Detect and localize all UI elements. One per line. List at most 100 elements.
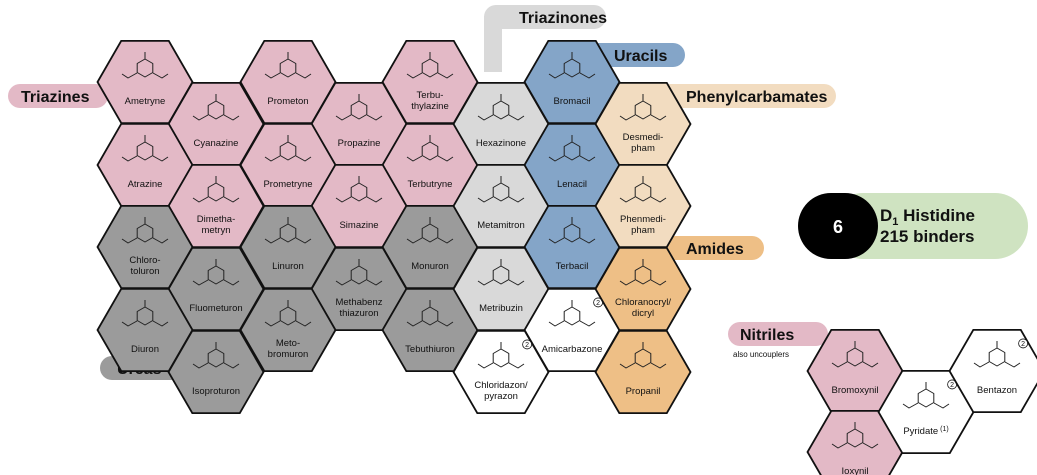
structure-propanil [619,342,667,369]
label-line-dimethametryn-1: metryn [201,225,230,236]
label-line-bentazon-0: Bentazon [977,385,1017,396]
structure-hexazinone [477,94,525,121]
summary-green-pill [830,193,1028,259]
label-line-methabenzthiazuron-0: Methabenz [335,297,382,308]
label-hexazinone: Hexazinone [476,138,526,149]
label-line-desmedipham-0: Desmedi- [623,132,664,143]
structure-linuron [264,217,312,244]
label-line-amicarbazone-0: Amicarbazone [542,344,603,355]
label-line-ametryne-0: Ametryne [125,96,166,107]
label-line-lenacil-0: Lenacil [557,179,587,190]
label-cyanazine: Cyanazine [194,138,239,149]
label-ioxynil: Ioxynil [842,466,869,475]
label-ametryne: Ametryne [125,96,166,107]
structure-bentazon [973,341,1021,368]
triazinones-banner-stem [484,16,502,72]
mark-circle-bentazon [1018,338,1029,349]
label-line-atrazine-0: Atrazine [128,179,163,190]
label-line-metobromuron-1: bromuron [268,349,309,360]
summary-line1: D1 Histidine [880,206,975,228]
label-line-pyridate-0: Pyridate [903,426,938,437]
structure-cyanazine [192,94,240,121]
hex-cell-bentazon [948,328,1037,414]
structure-dimethametryn [192,176,240,203]
label-propazine: Propazine [338,138,381,149]
label-line-terbuthylazine-1: thylazine [411,101,449,112]
label-line-phenmedipham-0: Phenmedi- [620,214,666,225]
label-line-tebuthiuron-0: Tebuthiuron [405,344,455,355]
label-line-chloridazon-1: pyrazon [484,391,518,402]
hex-metobromuron: Meto-bromuron [239,287,337,373]
structure-lenacil [548,135,596,162]
summary-line1-main: D [880,206,892,225]
triazinones-banner-bg [484,5,606,29]
label-prometryne: Prometryne [263,179,312,190]
label-line-simazine-0: Simazine [339,220,378,231]
label-atrazine: Atrazine [128,179,163,190]
label-bentazon: Bentazon [977,385,1017,396]
hex-metamitron: Metamitron [452,163,550,249]
nitriles-badge-bg [728,322,828,346]
structure-fluometuron [192,259,240,286]
structure-chloranocryl [619,259,667,286]
label-line-phenmedipham-1: pham [631,225,655,236]
structure-ioxynil [831,422,879,449]
label-mark-pyridate: (1) [938,426,949,433]
amides-badge-bg [650,236,764,260]
summary-number: 6 [833,217,843,237]
label-metribuzin: Metribuzin [479,303,523,314]
label-terbutryne: Terbutryne [408,179,453,190]
phenylcarbamates-label: Phenylcarbamates [686,89,828,106]
structure-isoproturon [192,342,240,369]
hex-chloranocryl: Chloranocryl/dicryl [594,246,692,332]
label-terbuthylazine: Terbu-thylazine [411,90,449,112]
label-line-cyanazine-0: Cyanazine [194,138,239,149]
structure-bromacil [548,52,596,79]
structure-metamitron [477,176,525,203]
hex-atrazine: Atrazine [96,123,194,208]
label-isoproturon: Isoproturon [192,386,240,397]
summary-black-pill [798,193,878,259]
structure-pyridate [902,382,950,409]
label-line-chloridazon-0: Chloridazon/ [474,380,528,391]
structure-prometon [264,52,312,79]
label-terbacil: Terbacil [556,261,589,272]
hex-propanil: Propanil [594,329,692,415]
label-chlorotoluron: Chloro-toluron [129,255,160,277]
label-lenacil: Lenacil [557,179,587,190]
structure-terbacil [548,217,596,244]
label-line-prometon-0: Prometon [267,96,308,107]
structure-ametryne [121,52,169,79]
label-line-chlorotoluron-0: Chloro- [129,255,160,266]
hex-linuron: Linuron [239,204,337,290]
structure-terbutryne [406,135,454,162]
hex-bromoxynil: Bromoxynil [806,328,904,414]
label-line-methabenzthiazuron-1: thiazuron [339,308,378,319]
label-diuron: Diuron [131,344,159,355]
label-monuron: Monuron [411,261,449,272]
label-line-diuron-0: Diuron [131,344,159,355]
hex-prometryne: Prometryne [239,123,337,208]
triazinones-label: Triazinones [519,10,607,27]
label-line-bromoxynil-0: Bromoxynil [832,385,879,396]
summary-line1-sub: 1 [892,216,898,228]
mark-amicarbazone: 2 [596,300,600,307]
structure-monuron [406,217,454,244]
structure-bromoxynil [831,341,879,368]
mark-pyridate: 2 [950,382,954,389]
label-line-isoproturon-0: Isoproturon [192,386,240,397]
structure-atrazine [121,135,169,162]
hex-cell-isoproturon [167,329,265,415]
label-tebuthiuron: Tebuthiuron [405,344,455,355]
structure-propazine [335,94,383,121]
label-line-metamitron-0: Metamitron [477,220,525,231]
structure-phenmedipham [619,176,667,203]
label-metamitron: Metamitron [477,220,525,231]
label-prometon: Prometon [267,96,308,107]
label-line-chloranocryl-1: dicryl [632,308,654,319]
label-line-linuron-0: Linuron [272,261,304,272]
hex-bentazon: Bentazon 2 [948,328,1037,414]
structure-diuron [121,300,169,327]
hex-bromacil: Bromacil [523,40,621,124]
